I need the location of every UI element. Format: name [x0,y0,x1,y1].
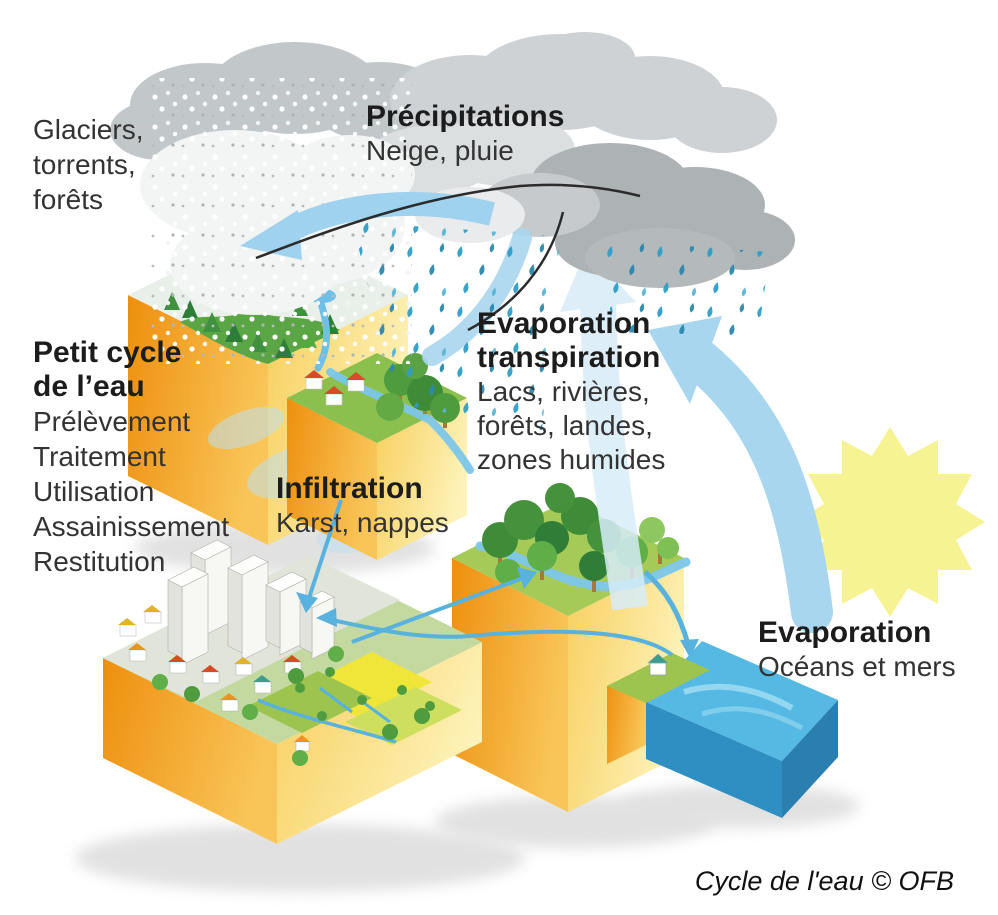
precipitation-arrow [240,183,641,332]
petit-cycle-step: Traitement [33,441,166,472]
infiltration-title: Infiltration [276,472,423,505]
city-buildings [167,539,335,666]
label-glaciers: Glaciers, torrents, forêts [33,112,143,217]
label-petit-cycle: Petit cycle de l’eau Prélèvement Traitem… [33,336,229,579]
forest-block [452,483,691,812]
petit-cycle-step: Restitution [33,546,166,577]
petit-cycle-step: Prélèvement [33,406,191,437]
infiltration-subtitle: Karst, nappes [276,507,449,538]
flow-arrows [296,499,699,658]
city-houses [118,605,302,712]
credit-line: Cycle de l'eau © OFB [694,866,954,896]
glaciers-line3: forêts [33,184,104,215]
evapo-transp-sub3: zones humides [477,444,666,475]
label-precipitations: Précipitations Neige, pluie [366,100,564,168]
petit-cycle-title2: de l’eau [33,370,145,403]
evaporation-oceans-subtitle: Océans et mers [758,651,956,682]
evapo-transp-title2: transpiration [477,341,661,374]
precipitations-subtitle: Neige, pluie [366,135,514,166]
city-fields [248,652,462,752]
petit-cycle-title1: Petit cycle [33,336,182,369]
label-evaporation-oceans: Evaporation Océans et mers [758,616,956,684]
coast-house-icon [647,653,669,676]
rainfall [352,222,770,430]
glaciers-line2: torrents, [33,149,136,180]
label-infiltration: Infiltration Karst, nappes [276,472,449,540]
label-evaporation-transpiration: Evaporation transpiration Lacs, rivières… [477,307,665,477]
precipitations-title: Précipitations [366,100,565,133]
petit-cycle-step: Utilisation [33,476,155,507]
evapo-transp-sub1: Lacs, rivières, [477,376,650,407]
city-block [103,539,482,844]
ocean-block [607,641,838,818]
evaporation-arrow [648,316,833,633]
village-houses [304,370,366,406]
glaciers-line1: Glaciers, [33,114,144,145]
sun-icon [795,427,985,617]
evapo-transp-title1: Evaporation [477,307,651,340]
city-trees [152,646,430,766]
evapo-transp-sub2: forêts, landes, [477,410,653,441]
petit-cycle-step: Assainissement [33,511,230,542]
evaporation-oceans-title: Evaporation [758,616,932,649]
